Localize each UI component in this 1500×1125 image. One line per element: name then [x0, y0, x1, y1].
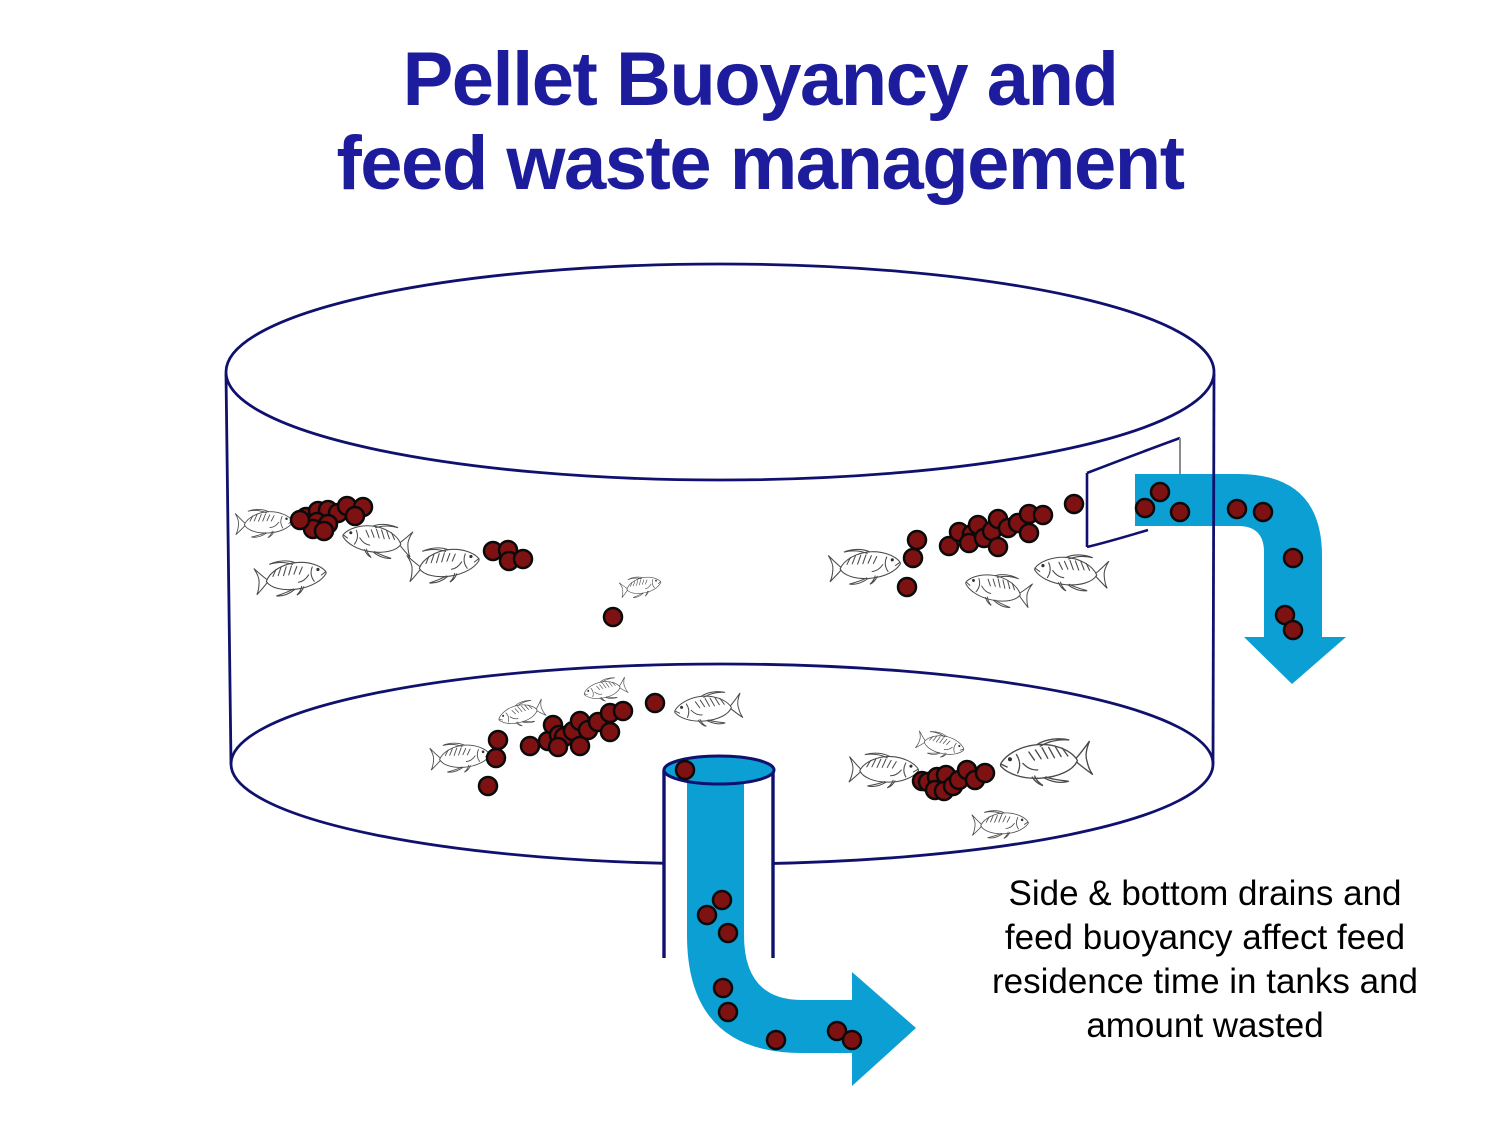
pellet-bottom-left — [477, 775, 499, 797]
pellet-bottom-drain-flow — [717, 1001, 739, 1023]
pellet-bottom-drain-flow — [826, 1020, 848, 1042]
fish — [581, 674, 630, 706]
pellet-midwater-right — [1032, 504, 1054, 526]
fish — [252, 554, 330, 602]
pellet-bottom-right — [974, 762, 996, 784]
pellet-bottom-left — [644, 692, 666, 714]
pellet-midwater-right — [938, 535, 960, 557]
pellet-bottom-left — [487, 729, 509, 751]
pellet-side-drain-flow — [1226, 498, 1248, 520]
fish — [914, 727, 967, 763]
pellet-bottom-drain-flow — [841, 1029, 863, 1051]
fish — [428, 739, 492, 776]
tank-wall-left — [224, 373, 233, 765]
pellet-midwater-left — [313, 520, 335, 542]
fish — [961, 566, 1035, 614]
caption-text: Side & bottom drains and feed buoyancy a… — [991, 874, 1419, 1045]
pellet-bottom-left — [485, 747, 507, 769]
pellet-bottom-drain-flow — [711, 889, 733, 911]
pellet-bottom-left — [569, 735, 591, 757]
fish — [234, 507, 295, 540]
fish — [618, 571, 664, 602]
pellet-side-drain-flow — [1169, 501, 1191, 523]
pellet-side-drain-flow — [1252, 501, 1274, 523]
side-drain-opening-bottom-edge — [1086, 528, 1149, 549]
side-drain-opening-top-edge — [1086, 436, 1181, 475]
pellet-midwater-right — [1063, 493, 1085, 515]
pellet-midwater-left — [289, 509, 311, 531]
pellet-bottom-left — [612, 700, 634, 722]
pellet-midwater-right — [906, 529, 928, 551]
pellet-midwater-left — [344, 505, 366, 527]
pellet-bottom-left — [599, 721, 621, 743]
pellet-sinking-single — [602, 606, 624, 628]
pellet-bottom-drain-flow — [712, 977, 734, 999]
tank-rim-top — [224, 262, 1216, 482]
pellet-bottom-drain-flow — [765, 1029, 787, 1051]
pellet-midwater-right — [902, 547, 924, 569]
fish — [405, 541, 483, 589]
pellet-midwater-right — [987, 536, 1009, 558]
bottom-drain-arrow — [687, 782, 916, 1086]
fish — [1032, 550, 1111, 595]
pellet-side-drain-flow — [1134, 497, 1156, 519]
fish — [826, 545, 903, 589]
pellet-bottom-left — [519, 735, 541, 757]
bottom-drain — [662, 754, 916, 1086]
tank-wall-right — [1211, 373, 1216, 765]
fish — [848, 752, 919, 789]
pellet-bottom-left — [547, 736, 569, 758]
pellet-side-drain-flow — [1282, 619, 1304, 641]
fish — [970, 808, 1030, 841]
pellet-standpipe-top — [674, 759, 696, 781]
fish — [672, 689, 744, 730]
pellet-midwater-right — [896, 576, 918, 598]
pellet-midwater-right — [1018, 522, 1040, 544]
pellet-bottom-drain-flow — [696, 904, 718, 926]
side-drain — [1085, 436, 1346, 684]
slide-title: Pellet Buoyancy and feed waste managemen… — [336, 37, 1185, 206]
pellet-side-drain-flow — [1149, 481, 1171, 503]
fish — [495, 696, 548, 732]
pellet-layer — [289, 481, 1304, 1051]
pellet-side-drain-flow — [1282, 547, 1304, 569]
pellet-bottom-drain-flow — [717, 922, 739, 944]
pellet-midwater-left-stray — [512, 548, 534, 570]
fish — [998, 735, 1094, 790]
